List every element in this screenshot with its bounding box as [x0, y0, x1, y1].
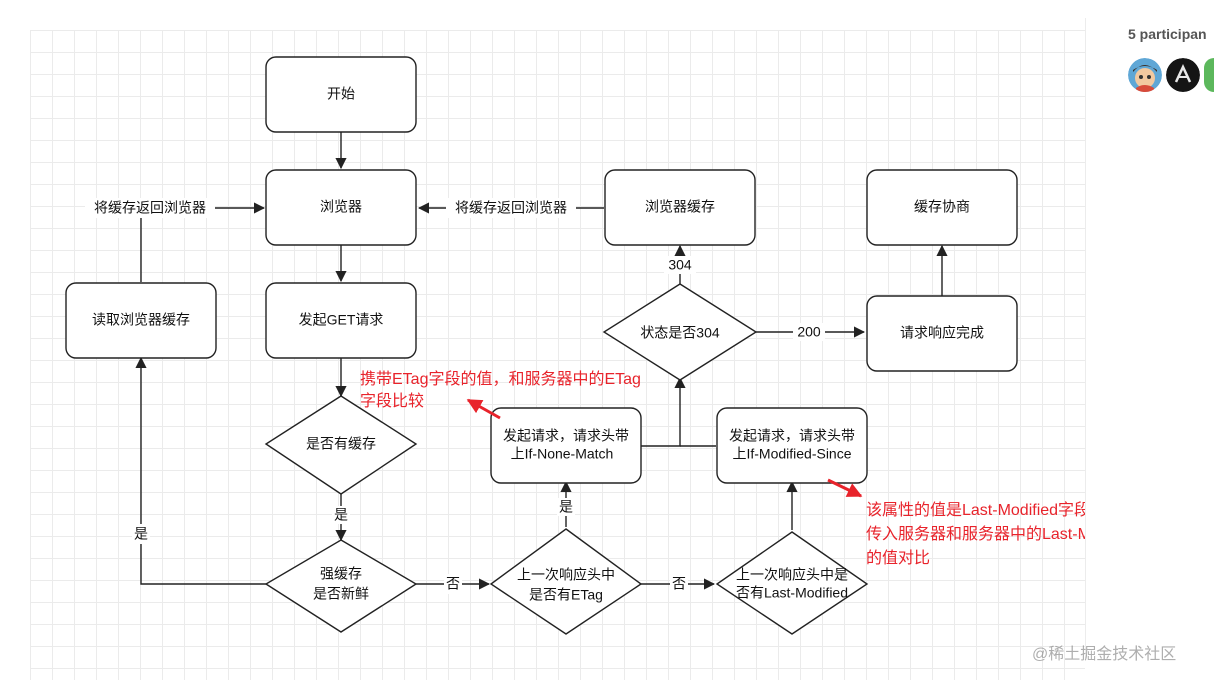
node-read-cache-label: 读取浏览器缓存	[92, 312, 190, 328]
node-req-inm-label-1: 发起请求，请求头带	[503, 428, 629, 444]
annotation-etag-line-2: 字段比较	[360, 392, 424, 410]
annotation-lm-line-3: 的值对比	[866, 549, 930, 567]
annotation-etag-line-1: 携带ETag字段的值，和服务器中的ETag	[360, 370, 641, 388]
edge-label-return-left: 将缓存返回浏览器	[94, 200, 206, 216]
edge-fresh-readcache	[135, 356, 266, 585]
label-bg-no-2	[670, 574, 688, 594]
participants-label: 5 participan	[1128, 26, 1207, 42]
node-status-304	[602, 283, 758, 381]
node-req-ims-label-2: 上If-Modified-Since	[732, 446, 851, 462]
sidebar-divider	[1085, 18, 1086, 658]
label-bg-yes-etag	[557, 498, 575, 516]
node-request-done	[866, 295, 1018, 372]
edge-label-no-2: 否	[672, 576, 686, 592]
label-bg-304	[664, 256, 696, 274]
node-has-cache-label: 是否有缓存	[306, 436, 376, 452]
label-bg-return-left	[85, 198, 215, 218]
node-lm-q-label-1: 上一次响应头中是	[736, 567, 848, 583]
edge-label-no-1: 否	[446, 576, 460, 592]
node-send-get-label: 发起GET请求	[299, 312, 384, 328]
node-strong-fresh	[264, 539, 418, 633]
node-negotiate-label: 缓存协商	[914, 199, 970, 215]
node-lm-q	[715, 531, 869, 635]
annotation-arrow-etag	[466, 398, 501, 420]
node-strong-fresh-label-2: 是否新鲜	[313, 586, 369, 602]
node-etag-q-label-2: 是否有ETag	[529, 587, 603, 603]
label-bg-return-right	[446, 198, 576, 218]
edge-readcache-browser	[140, 202, 266, 282]
participant-avatar-3[interactable]	[1204, 58, 1214, 92]
edge-inm-304	[640, 376, 686, 447]
edge-label-304: 304	[668, 257, 692, 273]
node-browser	[265, 169, 417, 246]
avatar-cartoon-icon	[1128, 58, 1162, 92]
node-start-label: 开始	[327, 86, 355, 102]
node-read-cache	[65, 282, 217, 359]
node-start	[265, 56, 417, 133]
node-req-inm	[490, 407, 642, 484]
avatar-dark-icon	[1166, 58, 1200, 92]
edge-label-yes-etag: 是	[559, 499, 573, 515]
label-bg-200	[793, 323, 825, 341]
annotation-lm-line-2: 传入服务器和服务器中的Last-Modified	[866, 525, 1085, 543]
node-lm-q-label-2: 否有Last-Modified	[736, 585, 848, 601]
node-etag-q	[489, 528, 643, 635]
edge-label-yes-center: 是	[334, 507, 348, 523]
node-etag-q-label-1: 上一次响应头中	[517, 567, 615, 583]
node-req-ims	[716, 407, 868, 484]
edge-label-200: 200	[797, 324, 821, 340]
node-request-done-label: 请求响应完成	[900, 325, 984, 341]
avatar-partial-icon	[1204, 58, 1214, 92]
diagram-canvas: 开始 浏览器 发起GET请求 读取浏览器缓存 浏览器缓存 缓存协商 请求响应完成…	[30, 30, 1085, 680]
participant-avatar-1[interactable]	[1128, 58, 1162, 92]
annotation-arrow-lm	[827, 478, 863, 498]
node-has-cache	[264, 395, 418, 495]
label-bg-yes-center	[332, 506, 350, 524]
label-bg-no-1	[444, 574, 462, 594]
node-status-304-label: 状态是否304	[640, 325, 720, 341]
node-negotiate	[866, 169, 1018, 246]
label-bg-yes-left	[132, 524, 150, 544]
node-send-get	[265, 282, 417, 359]
edge-label-return-right: 将缓存返回浏览器	[455, 200, 567, 216]
watermark: @稀土掘金技术社区	[1032, 646, 1177, 663]
annotation-lm-line-1: 该属性的值是Last-Modified字段的值，	[866, 501, 1085, 519]
edge-label-yes-left: 是	[134, 526, 148, 542]
node-browser-label: 浏览器	[320, 199, 362, 215]
node-browser-cache	[604, 169, 756, 246]
flowchart: 开始 浏览器 发起GET请求 读取浏览器缓存 浏览器缓存 缓存协商 请求响应完成…	[65, 56, 1085, 635]
node-browser-cache-label: 浏览器缓存	[645, 199, 715, 215]
node-req-inm-label-2: 上If-None-Match	[511, 446, 614, 462]
participant-avatar-2[interactable]	[1166, 58, 1200, 92]
node-strong-fresh-label-1: 强缓存	[320, 566, 362, 582]
node-req-ims-label-1: 发起请求，请求头带	[729, 428, 855, 444]
